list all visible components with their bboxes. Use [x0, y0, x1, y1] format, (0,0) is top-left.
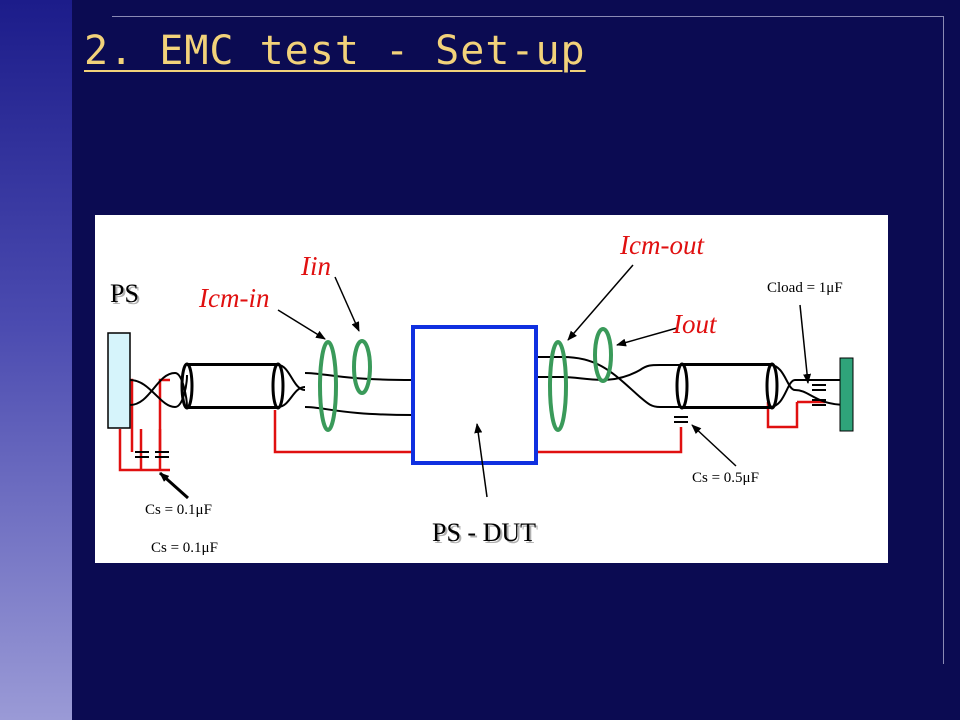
- coax-cable-output: [675, 362, 779, 410]
- cs-out-label: Cs = 0.5μF: [692, 470, 759, 486]
- ps-label: PS: [110, 279, 139, 308]
- arrow-icm-out: [567, 264, 634, 341]
- iin-label: Iin: [301, 251, 331, 281]
- probe-icm-in: [318, 340, 338, 432]
- iout-label: Iout: [673, 309, 717, 339]
- cs-in-label-1: Cs = 0.1μF: [145, 502, 212, 518]
- arrow-iin: [334, 276, 360, 332]
- ps-block: [107, 332, 131, 429]
- cs-in-label-2: Cs = 0.1μF: [151, 540, 218, 556]
- icm-out-label: Icm-out: [620, 230, 704, 260]
- setup-diagram: PS PS - DUT Icm-in Iin Icm-out Iout Cloa…: [95, 215, 888, 563]
- current-probes: [318, 327, 613, 432]
- dut-box: [411, 325, 538, 465]
- probe-iout: [593, 327, 613, 383]
- load-block: [839, 357, 854, 432]
- arrow-icm-in: [277, 309, 326, 340]
- probe-icm-out: [548, 340, 568, 432]
- arrow-cs-out: [691, 424, 737, 467]
- slide-title: 2. EMC test - Set-up: [84, 28, 586, 74]
- arrow-cs-in: [159, 471, 189, 500]
- setup-diagram-graphic: [107, 264, 854, 500]
- pointer-arrows: [277, 264, 812, 498]
- arrow-cload: [799, 304, 812, 384]
- cload-label: Cload = 1μF: [767, 280, 843, 296]
- arrow-ps-dut: [474, 423, 488, 498]
- right-rule: [943, 16, 944, 664]
- top-rule: [112, 16, 944, 17]
- icm-in-label: Icm-in: [199, 283, 270, 313]
- ps-dut-label: PS - DUT: [432, 518, 537, 547]
- coax-cable-input: [180, 362, 285, 410]
- coax-cables: [180, 362, 779, 410]
- side-gradient-bar: [0, 0, 72, 720]
- arrow-iout: [616, 327, 678, 347]
- probe-iin: [352, 339, 372, 395]
